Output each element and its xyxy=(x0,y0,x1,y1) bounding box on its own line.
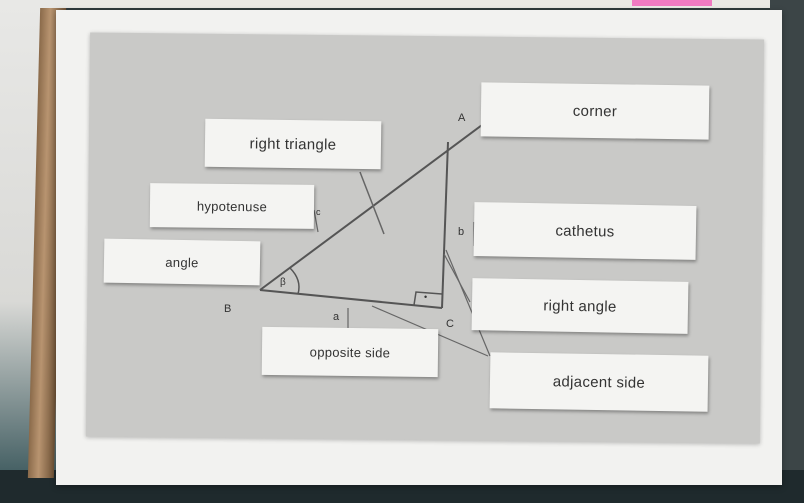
pointer-adjacent-side-2 xyxy=(445,249,491,357)
label-right-angle: right angle xyxy=(471,278,689,334)
vertical-leg-line xyxy=(441,141,449,309)
beta-angle-arc xyxy=(289,267,300,295)
right-angle-mark xyxy=(413,291,443,306)
pointer-hypotenuse xyxy=(313,209,319,233)
pointer-right-triangle xyxy=(359,171,385,235)
right-angle-dot: • xyxy=(424,292,428,302)
side-label-a: a xyxy=(333,311,340,323)
horizontal-leg-line xyxy=(259,289,443,309)
label-angle: angle xyxy=(103,238,261,286)
label-right-triangle: right triangle xyxy=(204,118,382,170)
angle-beta-label: β xyxy=(280,277,286,288)
label-cathetus: cathetus xyxy=(473,202,697,260)
vertex-label-a: A xyxy=(458,112,466,124)
background-top xyxy=(0,0,804,8)
label-corner: corner xyxy=(480,82,710,140)
hypotenuse-line xyxy=(259,124,483,291)
label-opposite-side: opposite side xyxy=(261,326,439,378)
vertex-label-b: B xyxy=(224,303,232,315)
label-adjacent-side: adjacent side xyxy=(489,352,709,412)
pink-object xyxy=(632,0,712,6)
side-label-b: b xyxy=(458,226,465,238)
label-hypotenuse: hypotenuse xyxy=(149,183,315,229)
vertex-label-c: C xyxy=(446,318,454,330)
side-label-c: c xyxy=(316,207,321,217)
